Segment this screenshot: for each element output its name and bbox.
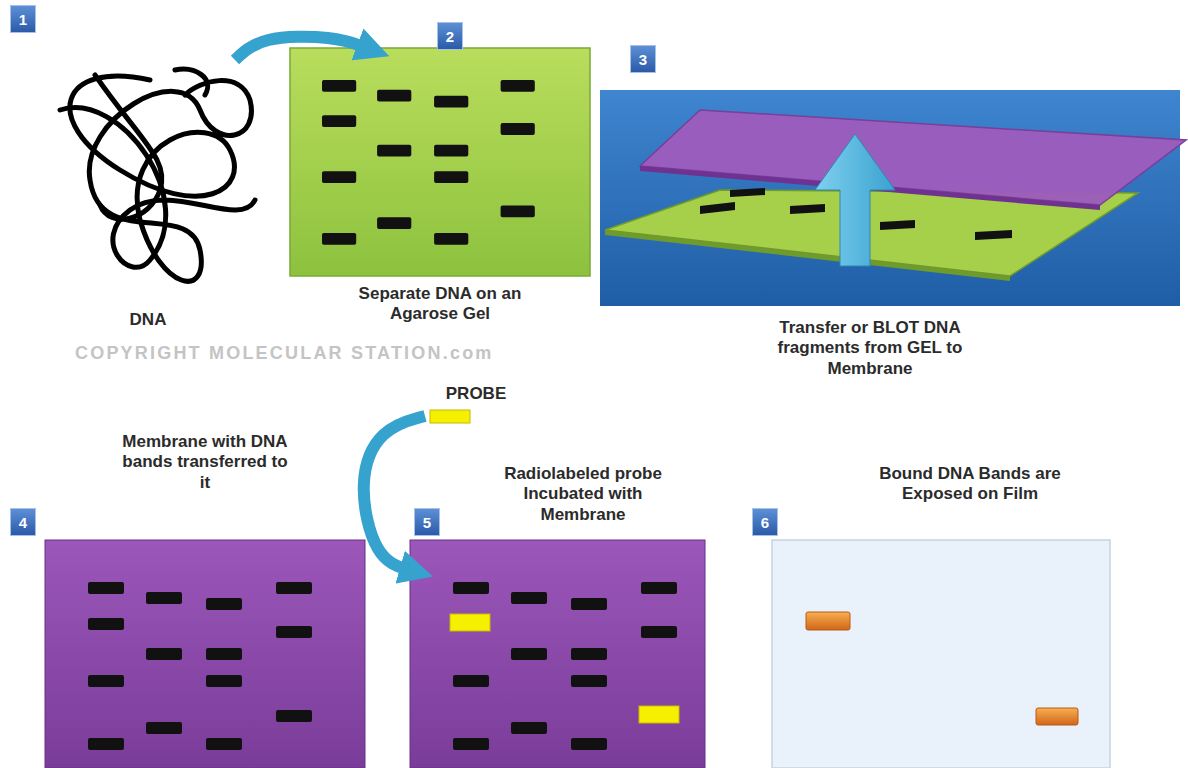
step-caption: Bound DNA Bands are Exposed on Film [865,464,1075,505]
membrane-step: Membrane with DNA bands transferred to i… [45,432,365,768]
blot-transfer [600,90,1186,306]
probe-bar [430,410,470,423]
flow-arrow [364,416,425,570]
step-caption: DNA [118,310,178,330]
film [772,540,1110,768]
step-caption: Separate DNA on an Agarose Gel [340,284,540,325]
membrane-with-probe [410,540,705,768]
dna-sample: DNA [45,60,250,340]
agarose-gel [290,48,590,276]
probe: PROBE [425,380,525,428]
callout-number: 1 [10,5,36,33]
callout-number: 3 [630,45,656,73]
step-caption: PROBE [431,384,521,404]
membrane [45,540,365,768]
step-caption: Radiolabeled probe Incubated with Membra… [483,464,683,525]
watermark: COPYRIGHT MOLECULAR STATION.com [75,343,494,364]
gel-step: Separate DNA on an Agarose Gel [288,48,592,338]
step-caption: Transfer or BLOT DNA fragments from GEL … [755,318,985,379]
step-caption: Membrane with DNA bands transferred to i… [120,432,290,493]
callout-number: 6 [752,508,778,536]
film-step: Bound DNA Bands are Exposed on Film [772,462,1110,768]
flow-arrow [235,37,367,60]
hybridization-step: Radiolabeled probe Incubated with Membra… [410,462,705,768]
dna-strand [60,69,255,281]
callout-number: 2 [437,22,463,50]
callout-number: 4 [10,508,36,536]
callout-number: 5 [414,508,440,536]
transfer-step: Transfer or BLOT DNA fragments from GEL … [600,90,1180,383]
